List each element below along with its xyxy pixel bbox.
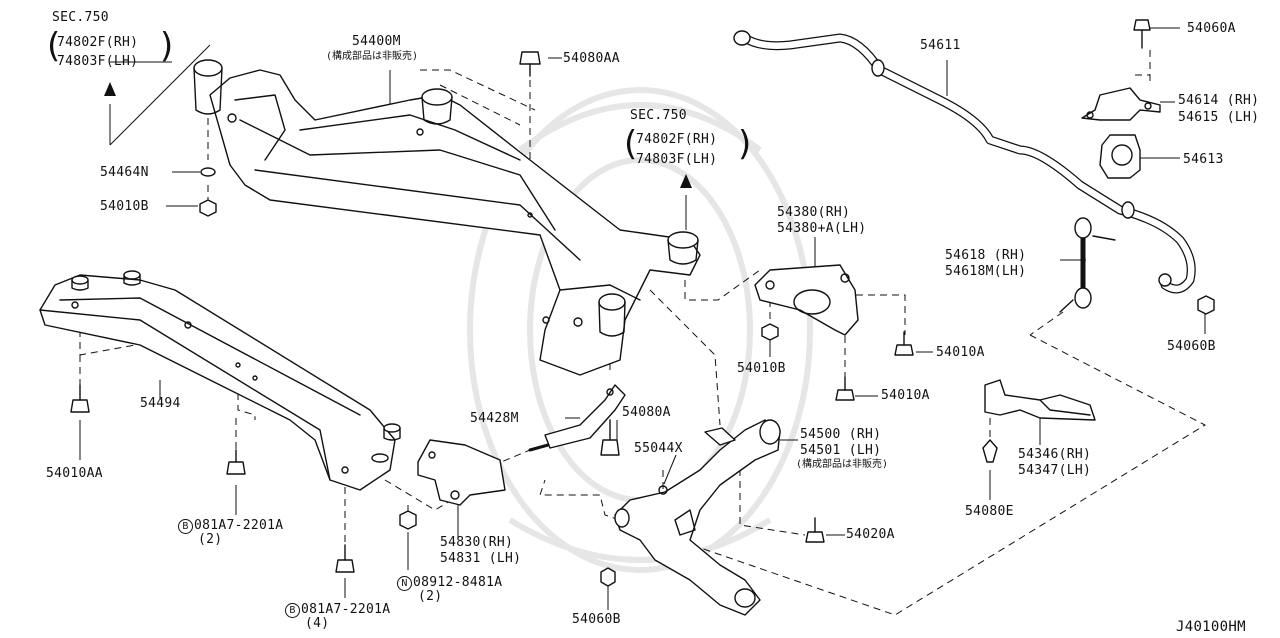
- label-54347-lh: 54347(LH): [1018, 463, 1092, 478]
- bolt-54060a: [1133, 19, 1151, 49]
- bolt-081a7-2: [335, 544, 355, 573]
- stabilizer-bracket-54614: [1081, 87, 1161, 121]
- paren-left-1: (: [47, 26, 61, 66]
- link-bracket-54380: [754, 264, 859, 336]
- label-54830-rh: 54830(RH): [440, 535, 514, 550]
- bolt-54010a-1: [894, 331, 914, 356]
- label-54010b-mid: 54010B: [737, 361, 786, 376]
- stabilizer-bushing-54613: [1099, 134, 1141, 179]
- b-marker-2: B: [285, 603, 300, 618]
- label-sec750-top-title: SEC.750: [52, 10, 109, 25]
- label-54080aa: 54080AA: [563, 51, 620, 66]
- paren-right-2: ): [738, 124, 752, 164]
- label-bolt-b-1-qty: (2): [198, 532, 223, 547]
- diagram-code: J40100HM: [1176, 619, 1246, 635]
- label-54428m: 54428M: [470, 411, 519, 426]
- nut-54010b-mid: [761, 323, 779, 341]
- label-54464n: 54464N: [100, 165, 149, 180]
- label-sec750-mid-lh: 74803F(LH): [636, 152, 718, 167]
- label-54400m: 54400M: [352, 34, 401, 49]
- label-nut-n-qty: (2): [418, 589, 443, 604]
- nut-54060b-bottom: [600, 567, 616, 587]
- nut-54060b-right: [1197, 295, 1215, 315]
- lower-member-54494: [39, 270, 401, 491]
- label-54060a: 54060A: [1187, 21, 1236, 36]
- b-marker-1: B: [178, 519, 193, 534]
- label-54020a: 54020A: [846, 527, 895, 542]
- bolt-b-1-code: 081A7-2201A: [194, 518, 284, 533]
- label-54060b-right: 54060B: [1167, 339, 1216, 354]
- label-sec750-mid-title: SEC.750: [630, 108, 687, 123]
- stabilizer-bar-54611: [733, 30, 1196, 294]
- label-54613: 54613: [1183, 152, 1224, 167]
- label-54060b-bottom: 54060B: [572, 612, 621, 627]
- bolt-54010a-2: [835, 376, 855, 401]
- rod-54428m: [528, 384, 626, 452]
- label-bolt-b-2-qty: (4): [305, 616, 330, 631]
- lower-arm-54500: [614, 419, 781, 616]
- label-54614-rh: 54614 (RH): [1178, 93, 1260, 108]
- label-54080e: 54080E: [965, 504, 1014, 519]
- label-54618-rh: 54618 (RH): [945, 248, 1027, 263]
- label-54400m-note: (構成部品は非販売): [326, 51, 419, 62]
- paren-left-2: (: [624, 124, 638, 164]
- bolt-54020a: [805, 517, 825, 543]
- clip-54080e: [982, 439, 998, 463]
- label-54380-rh: 54380(RH): [777, 205, 851, 220]
- bolt-b-2-code: 081A7-2201A: [301, 602, 391, 617]
- label-54618m-lh: 54618M(LH): [945, 264, 1027, 279]
- label-54010a-2: 54010A: [881, 388, 930, 403]
- label-54500-note: (構成部品は非販売): [796, 459, 889, 470]
- bracket-54830: [417, 439, 506, 506]
- arrow-icon-2: [680, 174, 692, 188]
- label-54010b-left: 54010B: [100, 199, 149, 214]
- n-marker: N: [397, 576, 412, 591]
- bracket-54346: [984, 379, 1096, 421]
- label-54010a-1: 54010A: [936, 345, 985, 360]
- label-54010aa: 54010AA: [46, 466, 103, 481]
- label-54500-rh: 54500 (RH): [800, 427, 882, 442]
- washer-54464n: [200, 167, 216, 177]
- leader-lines: [79, 27, 1206, 610]
- label-54494: 54494: [140, 396, 181, 411]
- bolt-54080a: [600, 419, 620, 456]
- nut-n-code: 08912-8481A: [413, 575, 503, 590]
- label-54831-lh: 54831 (LH): [440, 551, 522, 566]
- label-55044x: 55044X: [634, 441, 683, 456]
- label-54615-lh: 54615 (LH): [1178, 110, 1260, 125]
- label-sec750-mid-rh: 74802F(RH): [636, 132, 718, 147]
- nut-08912: [399, 510, 417, 530]
- label-sec750-top-rh: 74802F(RH): [57, 35, 139, 50]
- stabilizer-link-54618: [1059, 217, 1116, 313]
- label-54611: 54611: [920, 38, 961, 53]
- label-54346-rh: 54346(RH): [1018, 447, 1092, 462]
- bolt-54010aa: [70, 384, 90, 413]
- bolt-081a7-1: [226, 449, 246, 475]
- paren-right-1: ): [160, 26, 174, 66]
- label-sec750-top-lh: 74803F(LH): [57, 54, 139, 69]
- arrow-icon: [104, 82, 116, 96]
- label-54080a: 54080A: [622, 405, 671, 420]
- nut-54010b-left: [199, 199, 217, 217]
- label-54380-lh: 54380+A(LH): [777, 221, 867, 236]
- label-54501-lh: 54501 (LH): [800, 443, 882, 458]
- upper-crossmember-54400m: [193, 59, 701, 376]
- bolt-54080aa: [519, 51, 541, 77]
